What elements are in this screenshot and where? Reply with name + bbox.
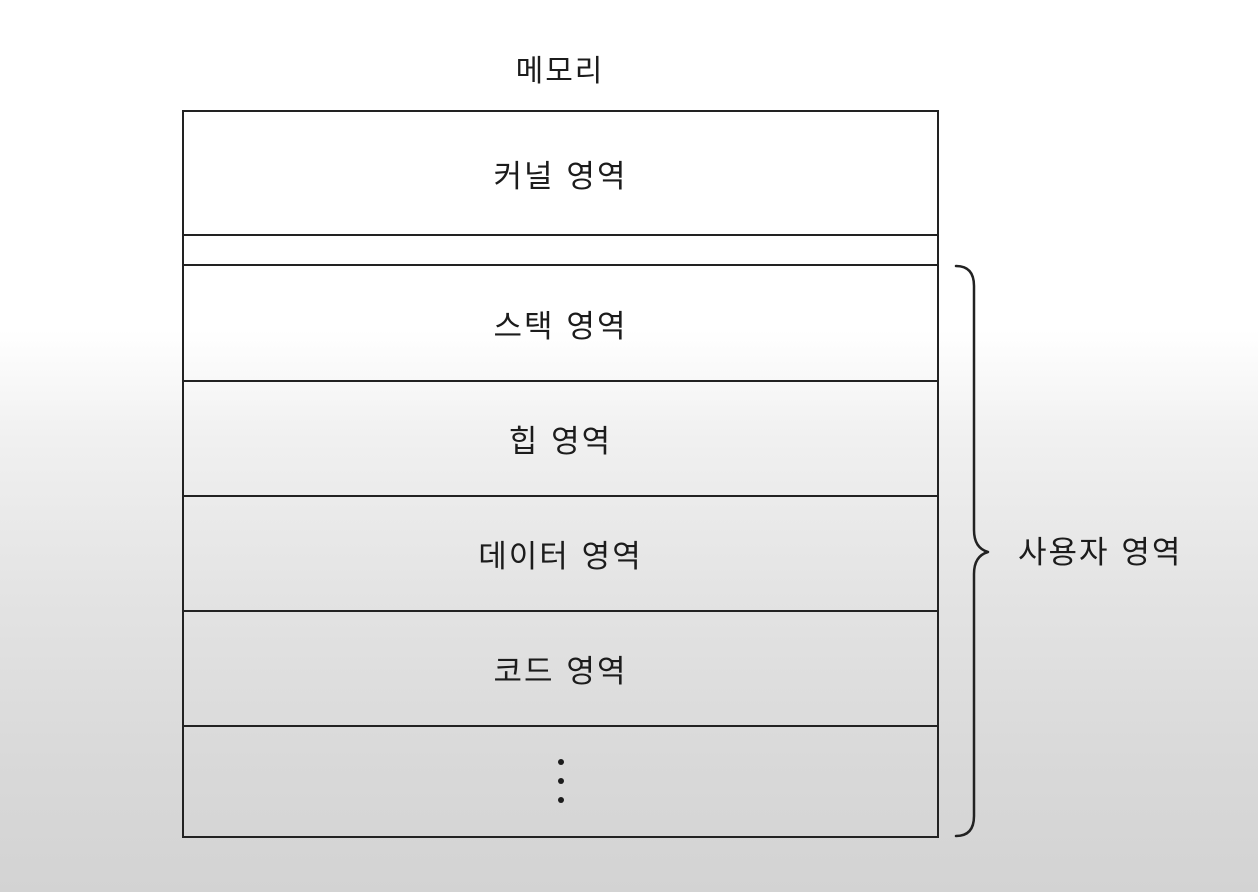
ellipsis-dot xyxy=(557,759,564,765)
stack-area: 스택 영역 xyxy=(183,266,938,382)
heap-area-label: 힙 영역 xyxy=(508,424,613,460)
curly-brace-icon xyxy=(954,264,990,838)
user-area-label: 사용자 영역 xyxy=(1018,535,1183,571)
data-area-label: 데이터 영역 xyxy=(478,539,643,575)
kernel-area-label: 커널 영역 xyxy=(493,158,628,195)
ellipsis-dot xyxy=(557,797,564,803)
code-area: 코드 영역 xyxy=(183,612,938,727)
ellipsis-dot xyxy=(557,778,564,784)
heap-area: 힙 영역 xyxy=(183,382,938,497)
code-area-label: 코드 영역 xyxy=(493,654,628,690)
vertical-ellipsis-icon xyxy=(557,759,564,803)
more-area xyxy=(183,727,938,835)
memory-title: 메모리 xyxy=(515,54,605,89)
kernel-area: 커널 영역 xyxy=(183,112,938,236)
stack-area-label: 스택 영역 xyxy=(493,308,628,345)
gap-area xyxy=(183,236,938,266)
data-area: 데이터 영역 xyxy=(183,497,938,612)
